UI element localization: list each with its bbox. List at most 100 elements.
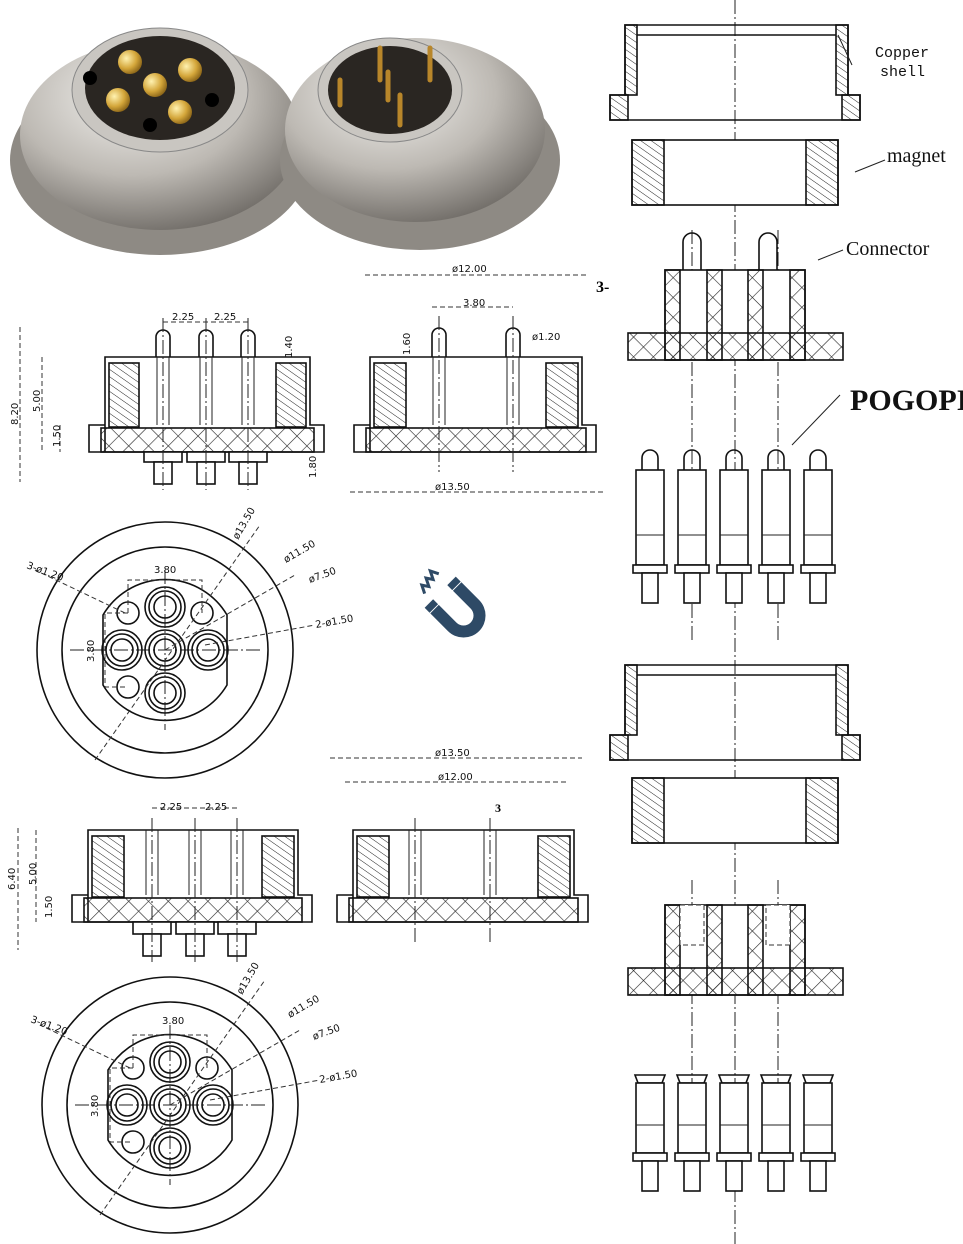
- insulator-section: [100, 427, 315, 453]
- pin-ring: [192, 1084, 234, 1126]
- pogo-pin-barrel: [719, 469, 749, 566]
- magnet: [631, 777, 839, 844]
- pogo-pin-tail: [683, 1160, 701, 1192]
- housing-outline: [88, 356, 325, 453]
- magnet-icon: [419, 568, 486, 638]
- dimension-label: 3.80: [154, 565, 176, 576]
- pogo-pin-collar: [716, 564, 752, 574]
- pin-ring: [187, 629, 229, 671]
- pogo-pin-barrel: [719, 1082, 749, 1154]
- leader: [39, 1024, 131, 1069]
- pin-ring: [153, 1045, 187, 1079]
- pin: [201, 1093, 225, 1117]
- pin-ring: [110, 1088, 144, 1122]
- magnet-section: [373, 362, 407, 428]
- part-labels: Copper shell magnet Connector POGOPIN: [791, 34, 963, 446]
- connector-wall: [664, 269, 681, 361]
- pogo-pin-tail: [767, 1160, 785, 1192]
- middle-circle: [66, 1001, 274, 1209]
- pogo-pin-head: [717, 1074, 751, 1084]
- pogo-pin-head: [633, 1074, 667, 1084]
- dimension-label: 3.80: [162, 1016, 184, 1027]
- pogo-pin-barrel: [803, 469, 833, 566]
- magnet-section: [261, 835, 295, 898]
- pogo-pin-collar: [632, 564, 668, 574]
- dimension-label: 1.50: [52, 425, 63, 447]
- insulator-section: [348, 897, 579, 923]
- pin-ring: [149, 1127, 191, 1169]
- dimension-label: ø13.50: [435, 748, 470, 759]
- dimension-line: [109, 1067, 133, 1143]
- dimension-label: 2.25: [205, 802, 227, 813]
- pogo-pin-head: [759, 1074, 793, 1084]
- connector-flange: [627, 332, 844, 361]
- housing-outline: [353, 356, 597, 453]
- shell-flange: [841, 734, 861, 761]
- photo-connector-male: [280, 37, 560, 250]
- pin-ring: [144, 586, 186, 628]
- label-connector: Connector: [846, 238, 930, 260]
- dimension-label: 3-: [596, 279, 609, 296]
- pin-ring: [148, 590, 182, 624]
- dimension-label: 1.80: [308, 456, 319, 478]
- pogo-pin-tail: [725, 572, 743, 604]
- magnet-section: [545, 362, 579, 428]
- dimensions-side-bottom-left: 2.25 2.25 6.40 5.00 1.50: [7, 802, 227, 918]
- pogo-pin-collar: [632, 1152, 668, 1162]
- shell-wall: [624, 664, 638, 736]
- magnet-section: [631, 777, 665, 844]
- product-photo: [10, 27, 560, 255]
- magnet: [631, 139, 839, 206]
- dimension-label: ø11.50: [286, 994, 322, 1021]
- pogo-pin-tail: [809, 572, 827, 604]
- magnet-section: [805, 139, 839, 206]
- leader: [164, 574, 296, 651]
- pogo-pin-barrel: [635, 1082, 665, 1154]
- dimension-label: 2-ø1.50: [319, 1068, 359, 1085]
- leader: [209, 1079, 321, 1101]
- dimension-label: 1.50: [44, 896, 55, 918]
- pogo-pin-tail: [683, 572, 701, 604]
- dimension-label: 5.00: [28, 863, 39, 885]
- dimension-label: ø12.00: [438, 772, 473, 783]
- drawings: [17, 0, 861, 1244]
- pogo-pin-plunger: [683, 449, 701, 470]
- pin-ring: [149, 1041, 191, 1083]
- dimension-label: ø11.50: [282, 539, 318, 566]
- connector-wall: [706, 269, 723, 361]
- pogo-pin-collar: [800, 564, 836, 574]
- pogo-pin-plunger: [725, 449, 743, 470]
- magnet-section: [805, 777, 839, 844]
- dimensions-side-top-left: 2.25 2.25 1.40 8.20 5.00 1.50 1.80: [10, 312, 319, 478]
- leader: [34, 569, 126, 614]
- dimension-label: 2.25: [160, 802, 182, 813]
- label-copper: Copper: [875, 45, 929, 62]
- connector-wall: [789, 904, 806, 996]
- dimension-label: 3.80: [86, 640, 97, 662]
- pin-ring: [148, 676, 182, 710]
- pogo-pin-tail: [641, 1160, 659, 1192]
- pin-bore: [679, 904, 705, 946]
- pin-ring: [144, 629, 186, 671]
- pin-ring: [148, 633, 182, 667]
- photo-connector-female: [10, 27, 310, 255]
- magnet-section: [108, 362, 140, 428]
- dimension-label: ø7.50: [307, 566, 337, 586]
- dimension-label: ø12.00: [452, 264, 487, 275]
- magnet-section: [631, 139, 665, 206]
- connector-wall: [747, 269, 764, 361]
- dimension-label: 3-ø1.20: [25, 560, 65, 583]
- magnet-section: [356, 835, 390, 898]
- dimension-label: 8.20: [10, 403, 21, 425]
- pogo-pin-tail: [767, 572, 785, 604]
- dimension-label: 2-ø1.50: [315, 613, 355, 630]
- pogo-pin-collar: [758, 1152, 794, 1162]
- dimension-label: 3: [495, 801, 501, 815]
- dimension-label: 2.25: [172, 312, 194, 323]
- magnet-section: [275, 362, 307, 428]
- shell-flange: [609, 94, 629, 121]
- leader: [169, 1029, 301, 1106]
- pogo-pin-head: [801, 1074, 835, 1084]
- pin: [758, 232, 778, 270]
- pogo-pin-collar: [800, 1152, 836, 1162]
